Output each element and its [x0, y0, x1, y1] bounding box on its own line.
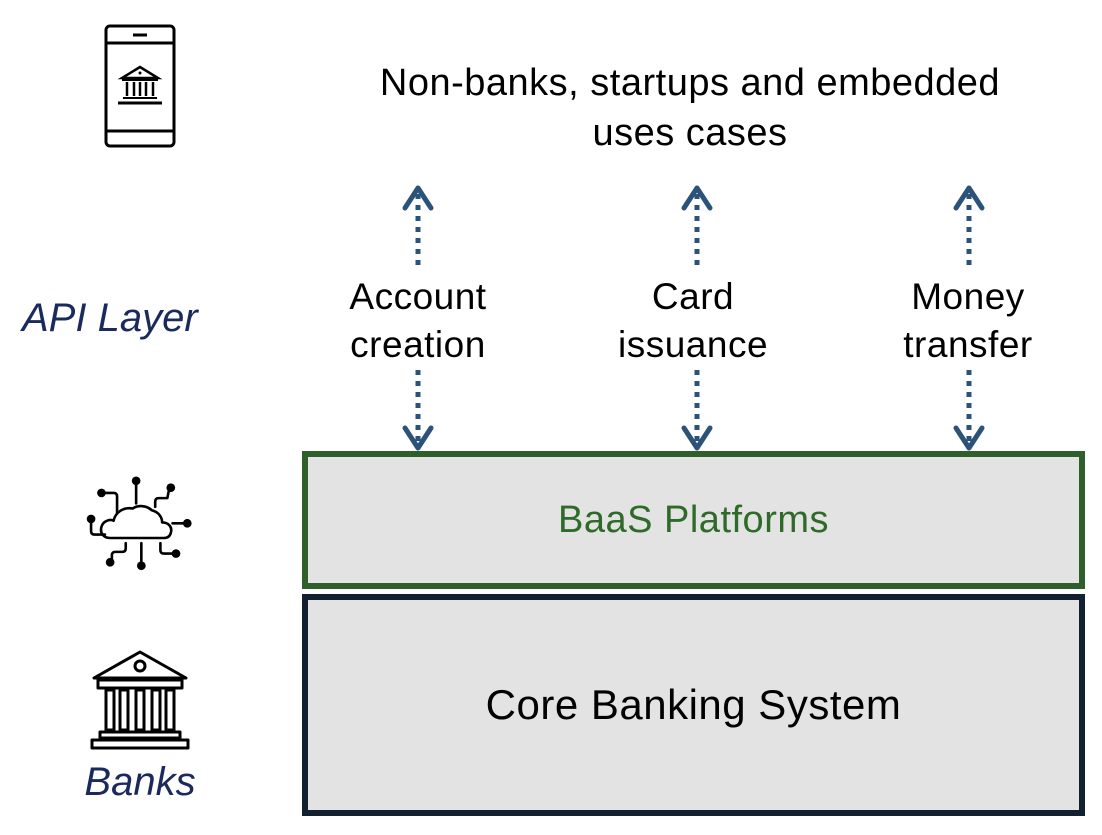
baas-platforms-layer: BaaS Platforms: [302, 451, 1085, 589]
api-layer-label: API Layer: [22, 296, 198, 340]
arrow-up-money-transfer: [953, 185, 985, 270]
api-service-line-2: transfer: [903, 324, 1033, 365]
core-banking-label: Core Banking System: [485, 681, 902, 728]
api-service-money-transfer: Money transfer: [848, 273, 1088, 369]
arrow-up-card-issuance: [681, 185, 713, 270]
bank-building-icon: [90, 650, 190, 750]
baas-platforms-label: BaaS Platforms: [558, 498, 829, 541]
api-service-line-1: Card: [651, 276, 735, 317]
core-banking-layer: Core Banking System: [302, 594, 1085, 816]
consumers-label: Non-banks, startups and embedded uses ca…: [330, 58, 1050, 158]
api-service-line-1: Account: [349, 276, 487, 317]
api-service-line-2: issuance: [617, 324, 769, 365]
cloud-network-icon: [86, 476, 192, 571]
arrow-down-card-issuance: [681, 370, 713, 451]
arrow-down-money-transfer: [953, 370, 985, 451]
arrow-up-account-creation: [402, 185, 434, 270]
banks-label: Banks: [84, 760, 196, 804]
arrow-down-account-creation: [402, 370, 434, 451]
consumers-label-line-1: Non-banks, startups and embedded: [379, 62, 1001, 104]
mobile-bank-icon: [104, 24, 176, 148]
api-service-card-issuance: Card issuance: [573, 273, 813, 369]
api-service-line-1: Money: [911, 276, 1025, 317]
consumers-label-line-2: uses cases: [592, 112, 788, 154]
api-service-line-2: creation: [350, 324, 486, 365]
api-service-account-creation: Account creation: [298, 273, 538, 369]
